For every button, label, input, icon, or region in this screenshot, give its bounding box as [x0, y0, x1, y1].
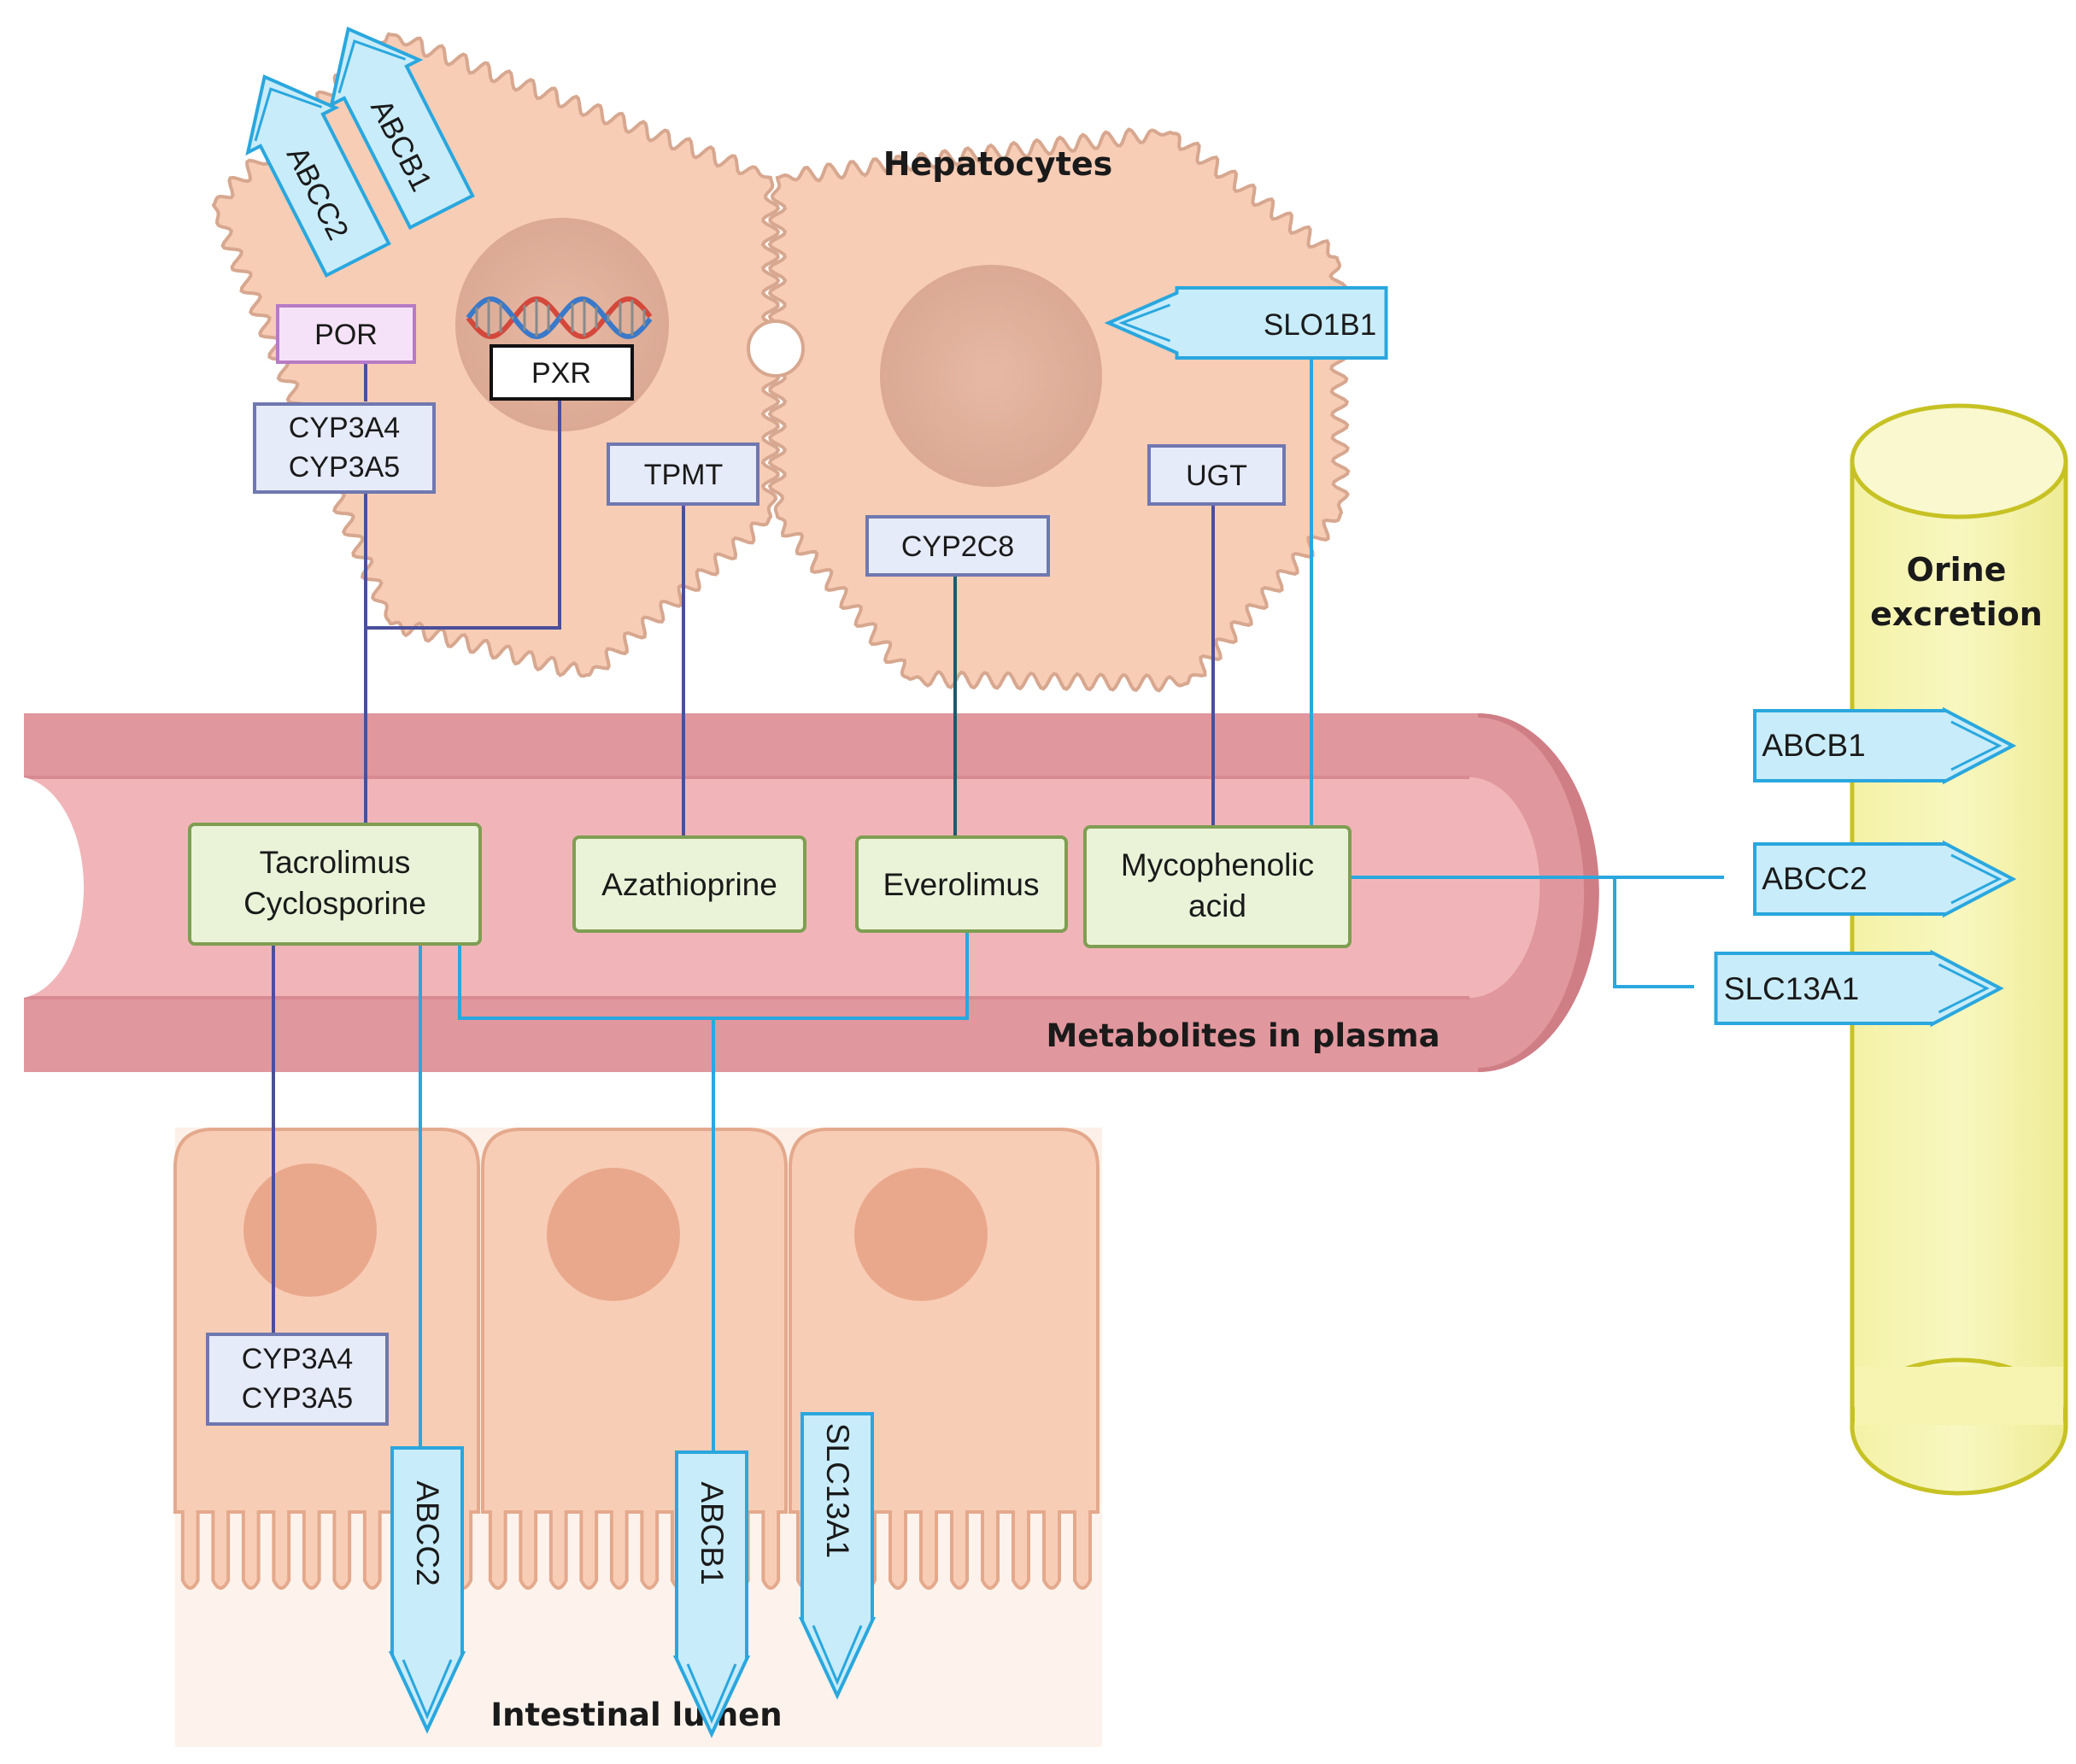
text-mycophenolic: Mycophenolic	[1121, 847, 1314, 882]
text-everolimus: Everolimus	[883, 867, 1040, 902]
box-liver-cyp3a	[253, 402, 436, 494]
intestinal-epithelium: Intestinal lumen	[173, 1128, 1102, 1747]
arrow-intestine-abcc2	[388, 1446, 466, 1734]
enzyme-boxes: POR PXR CYP3A4 CYP3A5 TPMT CYP2C8 UGT CY…	[206, 304, 1286, 1426]
box-intestine-cyp3a	[206, 1333, 389, 1426]
text-intestine-cyp3a5: CYP3A5	[242, 1382, 353, 1415]
text-intestine-cyp3a4: CYP3A4	[242, 1343, 353, 1375]
arrow-liver-abcc2	[245, 74, 391, 278]
transporter-labels: SLO1B1 ABCC2 ABCB1 ABCB1 ABCC2 SLC13A1 A…	[280, 94, 1868, 1585]
text-por: POR	[314, 319, 378, 351]
box-ugt	[1147, 444, 1286, 506]
text-pxr: PXR	[531, 357, 591, 390]
text-tpmt: TPMT	[644, 459, 724, 491]
text-cyclosporine: Cyclosporine	[243, 886, 426, 921]
label-metabolites-plasma: Metabolites in plasma	[1046, 1017, 1440, 1054]
enterocyte-nucleus-2	[547, 1168, 680, 1301]
text-azathioprine: Azathioprine	[601, 867, 777, 902]
text-liver-cyp3a4: CYP3A4	[289, 412, 400, 444]
line-mpa-slc13a1	[1613, 877, 1694, 988]
nucleus-right	[880, 265, 1102, 487]
text-intestine-abcc2: ABCC2	[410, 1480, 445, 1585]
box-mycophenolic-acid	[1083, 825, 1352, 948]
box-azathioprine	[572, 835, 806, 933]
label-excretion: excretion	[1870, 595, 2043, 633]
arrow-liver-slo1b1	[1104, 286, 1388, 360]
transporter-arrows	[245, 26, 2017, 1738]
line-cyp-pxr	[364, 397, 561, 630]
label-hepatocytes: Hepatocytes	[883, 145, 1113, 183]
drug-boxes: Tacrolimus Cyclosporine Azathioprine Eve…	[188, 823, 1352, 948]
vessel-opening	[24, 777, 85, 998]
box-everolimus	[855, 835, 1068, 933]
text-tacrolimus: Tacrolimus	[260, 845, 411, 880]
text-renal-slc13a1: SLC13A1	[1724, 971, 1859, 1006]
enterocyte-nucleus-3	[854, 1168, 988, 1301]
box-por	[276, 304, 416, 364]
tube-top	[1850, 403, 2068, 519]
text-cyp2c8: CYP2C8	[901, 530, 1014, 563]
lumen-area	[175, 1503, 1102, 1747]
urine-excretion-tube: Orine excretion	[1850, 403, 2068, 1496]
text-renal-abcc2: ABCC2	[1762, 861, 1867, 896]
dna-helix-icon	[466, 296, 653, 340]
arrow-intestine-abcb1	[672, 1450, 751, 1738]
text-intestine-slc13a1: SLC13A1	[820, 1423, 855, 1558]
text-ugt: UGT	[1186, 460, 1247, 492]
box-cyp2c8	[865, 515, 1050, 577]
arrow-liver-abcb1	[329, 26, 475, 231]
arrow-renal-abcc2	[1753, 840, 2017, 918]
connection-lines	[272, 359, 1724, 1452]
arrow-renal-slc13a1	[1714, 949, 2004, 1028]
box-tpmt	[607, 442, 759, 506]
text-liver-slo1b1: SLO1B1	[1264, 308, 1376, 342]
tube-bottom-cover	[1855, 1367, 2063, 1425]
gap-junction	[747, 319, 805, 378]
arrow-intestine-slc13a1	[798, 1412, 877, 1700]
arrow-renal-abcb1	[1753, 706, 2017, 785]
label-intestinal-lumen: Intestinal lumen	[490, 1697, 782, 1733]
box-tacrolimus-cyclosporine	[188, 823, 482, 946]
text-intestine-abcb1: ABCB1	[695, 1481, 730, 1585]
label-orine: Orine	[1907, 551, 2007, 589]
text-acid: acid	[1188, 888, 1246, 923]
text-liver-cyp3a5: CYP3A5	[289, 451, 400, 483]
text-renal-abcb1: ABCB1	[1762, 728, 1865, 763]
box-pxr	[490, 344, 634, 401]
enterocyte-nucleus-1	[243, 1163, 377, 1297]
